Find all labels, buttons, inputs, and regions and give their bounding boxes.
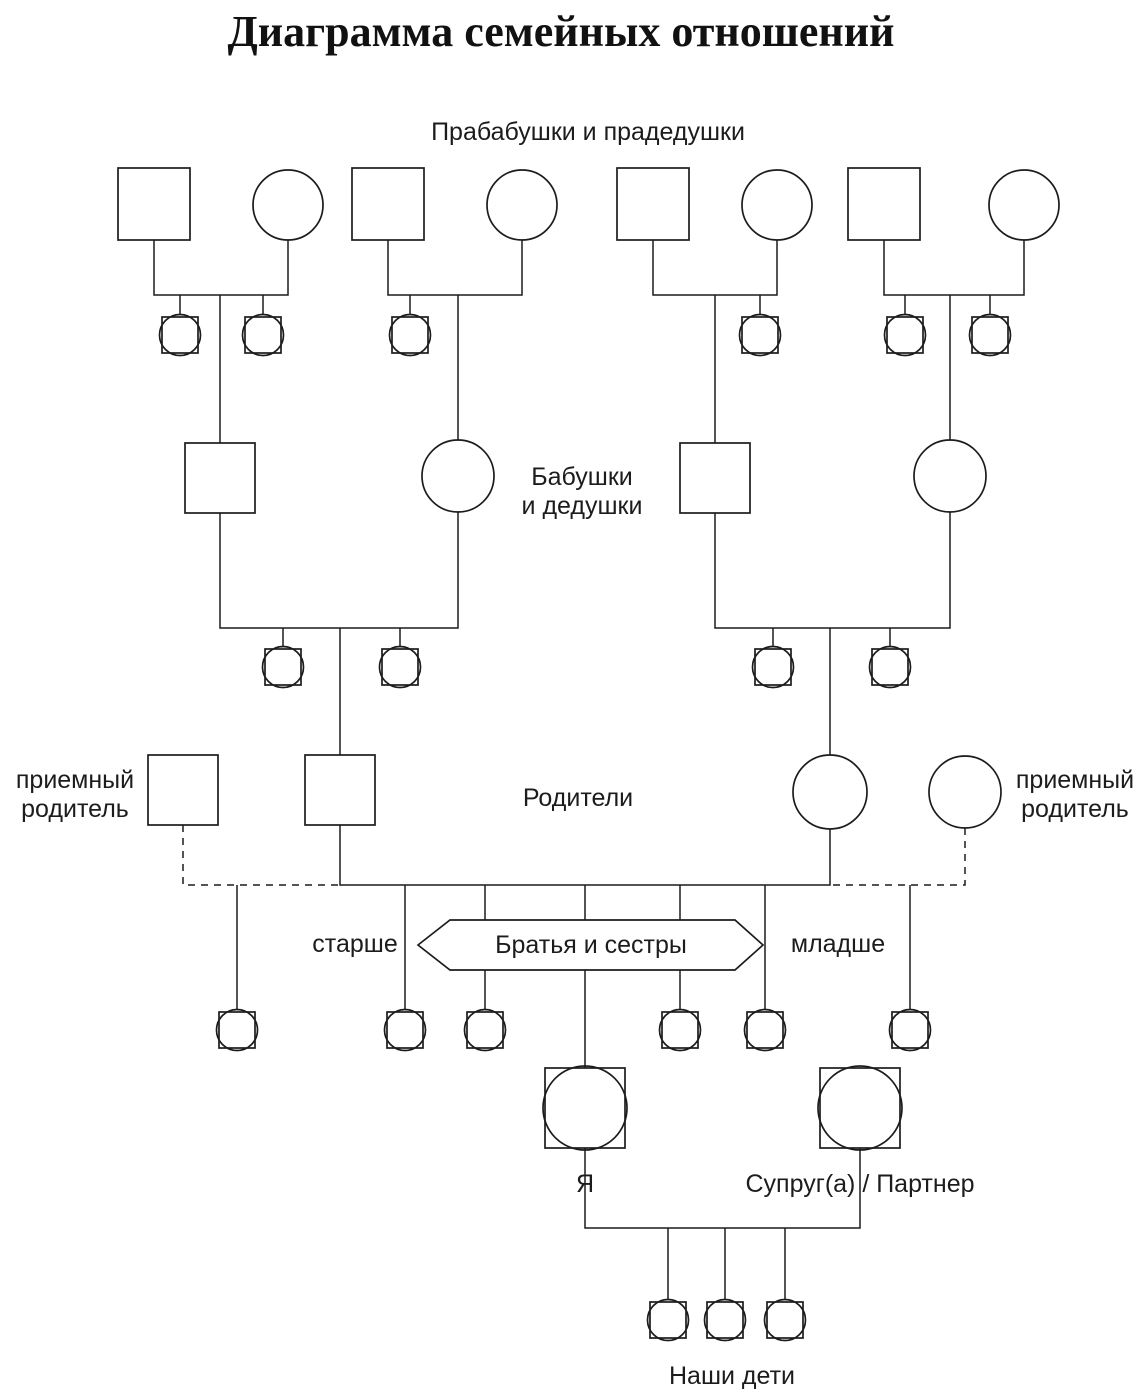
older-label: старше <box>312 930 397 958</box>
sibling-placeholder-symbol <box>383 1008 427 1052</box>
me-spouse-row: Я Супруг(а) / Партнер <box>542 1065 975 1229</box>
marriage-line <box>883 240 1025 296</box>
male-symbol <box>847 167 921 241</box>
parents-label: Родители <box>523 784 633 812</box>
female-symbol <box>741 169 813 241</box>
siblings-banner-shape <box>416 919 765 971</box>
child-placeholder-symbol <box>883 313 927 357</box>
male-symbol <box>351 167 425 241</box>
female-symbol <box>988 169 1060 241</box>
parents-marriage-line <box>339 825 831 886</box>
sibling-placeholder-symbol <box>215 1008 259 1052</box>
great-grandparents-row <box>117 167 1060 443</box>
marriage-line <box>219 512 459 629</box>
me-label: Я <box>576 1170 594 1198</box>
adoptive-left-label-line1: приемный <box>16 766 134 794</box>
marriage-line <box>714 512 951 629</box>
child-placeholder-symbol <box>158 313 202 357</box>
child-placeholder-symbol <box>968 313 1012 357</box>
female-symbol <box>252 169 324 241</box>
our-children-label: Наши дети <box>669 1362 795 1390</box>
adoptive-mother-symbol <box>928 755 1002 829</box>
grandparents-label-line2: и дедушки <box>522 492 643 520</box>
child-placeholder-symbol <box>241 313 285 357</box>
spouse-symbol <box>817 1065 903 1151</box>
male-symbol <box>616 167 690 241</box>
child-placeholder-symbol <box>646 1298 690 1342</box>
grandparents-label-line1: Бабушки <box>531 463 633 491</box>
spouse-label: Супруг(а) / Партнер <box>745 1170 974 1198</box>
grandparents-row: Бабушки и дедушки <box>184 439 987 755</box>
male-symbol <box>184 442 256 514</box>
diagram-title: Диаграмма семейных отношений <box>228 7 895 56</box>
male-symbol <box>117 167 191 241</box>
sibling-placeholder-symbol <box>888 1008 932 1052</box>
me-spouse-marriage-line <box>584 1148 861 1229</box>
siblings-banner-label: Братья и сестры <box>495 931 687 959</box>
sibling-placeholder-symbol <box>463 1008 507 1052</box>
child-placeholder-symbol <box>388 313 432 357</box>
adoptive-father-symbol <box>147 754 219 826</box>
adoptive-left-label-line2: родитель <box>21 795 129 823</box>
me-symbol <box>542 1065 628 1151</box>
child-placeholder-symbol <box>378 645 422 689</box>
siblings-row: Братья и сестры старше младше <box>215 885 932 1068</box>
marriage-line <box>153 240 289 296</box>
child-placeholder-symbol <box>738 313 782 357</box>
child-placeholder-symbol <box>763 1298 807 1342</box>
children-row: Наши дети <box>646 1228 807 1390</box>
father-symbol <box>304 754 376 826</box>
female-symbol <box>486 169 558 241</box>
sibling-placeholder-symbol <box>658 1008 702 1052</box>
adoptive-right-label-line1: приемный <box>1016 766 1134 794</box>
marriage-line <box>652 240 778 296</box>
parents-row: приемный родитель приемный родитель Роди… <box>16 754 1134 886</box>
child-placeholder-symbol <box>261 645 305 689</box>
sibling-placeholder-symbol <box>743 1008 787 1052</box>
younger-label: младше <box>791 930 885 958</box>
female-symbol <box>421 439 495 513</box>
child-placeholder-symbol <box>703 1298 747 1342</box>
marriage-line <box>387 240 523 296</box>
female-symbol <box>913 439 987 513</box>
child-placeholder-symbol <box>751 645 795 689</box>
adoptive-link-line-right <box>830 828 966 886</box>
mother-symbol <box>792 754 868 830</box>
adoptive-link-line-left <box>182 825 340 886</box>
male-symbol <box>679 442 751 514</box>
great-grandparents-label: Прабабушки и прадедушки <box>431 118 745 146</box>
child-placeholder-symbol <box>868 645 912 689</box>
adoptive-right-label-line2: родитель <box>1021 795 1129 823</box>
